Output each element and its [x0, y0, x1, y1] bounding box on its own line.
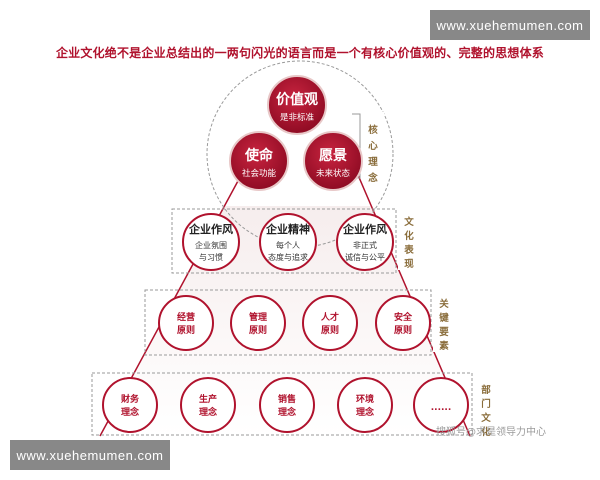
key-node: 管理 原则 [230, 295, 286, 351]
core-label-char: 念 [367, 172, 378, 184]
svg-text:经营: 经营 [177, 311, 195, 323]
svg-text:与习惯: 与习惯 [199, 252, 223, 262]
culture-node: 企业作风 非正式 诚信与公平 [336, 213, 394, 271]
tier-frame-dept [91, 372, 473, 436]
culture-label-char: 文 [403, 216, 414, 228]
core-label-char: 心 [368, 141, 378, 152]
tier-frame-key [144, 289, 432, 356]
svg-text:安全: 安全 [394, 311, 413, 323]
dept-node: 销售 理念 [259, 377, 315, 433]
culture-label-char: 现 [404, 259, 414, 270]
culture-node: 企业精神 每个人 态度与追求 [259, 213, 317, 271]
svg-text:愿景: 愿景 [319, 148, 347, 164]
svg-text:诚信与公平: 诚信与公平 [345, 252, 385, 262]
svg-text:理念: 理念 [121, 406, 139, 418]
dept-node: ...... [413, 377, 469, 433]
dept-node: 生产 理念 [180, 377, 236, 433]
svg-text:理念: 理念 [278, 406, 296, 418]
core-node-values: 价值观 是非标准 [267, 75, 327, 135]
tier-frame-culture [171, 208, 397, 274]
svg-text:企业氛围: 企业氛围 [195, 240, 227, 250]
svg-text:使命: 使命 [244, 147, 274, 164]
source-credit: 搜狐号@求是领导力中心 [436, 427, 546, 438]
dept-node: 财务 理念 [102, 377, 158, 433]
culture-label-char: 化 [404, 230, 414, 242]
svg-text:环境: 环境 [356, 393, 374, 405]
culture-label-char: 表 [403, 244, 414, 256]
svg-text:原则: 原则 [249, 324, 267, 336]
key-node: 经营 原则 [158, 295, 214, 351]
core-label-char: 理 [368, 157, 378, 168]
core-node-mission: 使命 社会功能 [229, 131, 289, 191]
key-node: 安全 原则 [375, 295, 431, 351]
core-label-char: 核 [368, 124, 378, 136]
svg-text:企业作风: 企业作风 [342, 222, 387, 236]
svg-text:理念: 理念 [199, 406, 217, 418]
svg-text:销售: 销售 [278, 393, 296, 405]
svg-text:态度与追求: 态度与追求 [268, 252, 308, 262]
svg-text:财务: 财务 [120, 393, 140, 405]
svg-text:每个人: 每个人 [276, 240, 300, 250]
watermark-top: www.xuehemumen.com [430, 10, 590, 40]
watermark-bottom: www.xuehemumen.com [10, 440, 170, 470]
svg-text:理念: 理念 [356, 406, 374, 418]
svg-text:是非标准: 是非标准 [280, 112, 315, 123]
svg-text:管理: 管理 [249, 311, 267, 323]
dept-label-char: 文 [480, 412, 491, 424]
svg-text:人才: 人才 [320, 311, 339, 323]
svg-text:社会功能: 社会功能 [242, 168, 277, 179]
svg-text:原则: 原则 [177, 324, 195, 336]
diagram-title: 企业文化绝不是企业总结出的一两句闪光的语言而是一个有核心价值观的、完整的思想体系 [55, 46, 544, 60]
key-label-char: 素 [438, 340, 449, 352]
key-label-char: 键 [438, 312, 449, 324]
key-node: 人才 原则 [302, 295, 358, 351]
key-label-char: 要 [439, 327, 449, 338]
dept-label-char: 部 [481, 384, 491, 396]
svg-text:非正式: 非正式 [353, 240, 377, 250]
dept-label-char: 门 [481, 398, 491, 410]
svg-text:生产: 生产 [199, 393, 217, 405]
culture-node: 企业作风 企业氛围 与习惯 [182, 213, 240, 271]
dept-node: 环境 理念 [337, 377, 393, 433]
svg-text:......: ...... [431, 403, 452, 413]
svg-text:原则: 原则 [321, 324, 339, 336]
key-label-char: 关 [439, 298, 449, 310]
svg-text:企业精神: 企业精神 [265, 222, 310, 236]
svg-text:原则: 原则 [394, 324, 412, 336]
svg-text:未来状态: 未来状态 [316, 168, 351, 179]
svg-text:企业作风: 企业作风 [188, 222, 233, 236]
dept-label-char: 化 [481, 426, 491, 438]
svg-text:价值观: 价值观 [276, 91, 318, 108]
core-node-vision: 愿景 未来状态 [303, 131, 363, 191]
